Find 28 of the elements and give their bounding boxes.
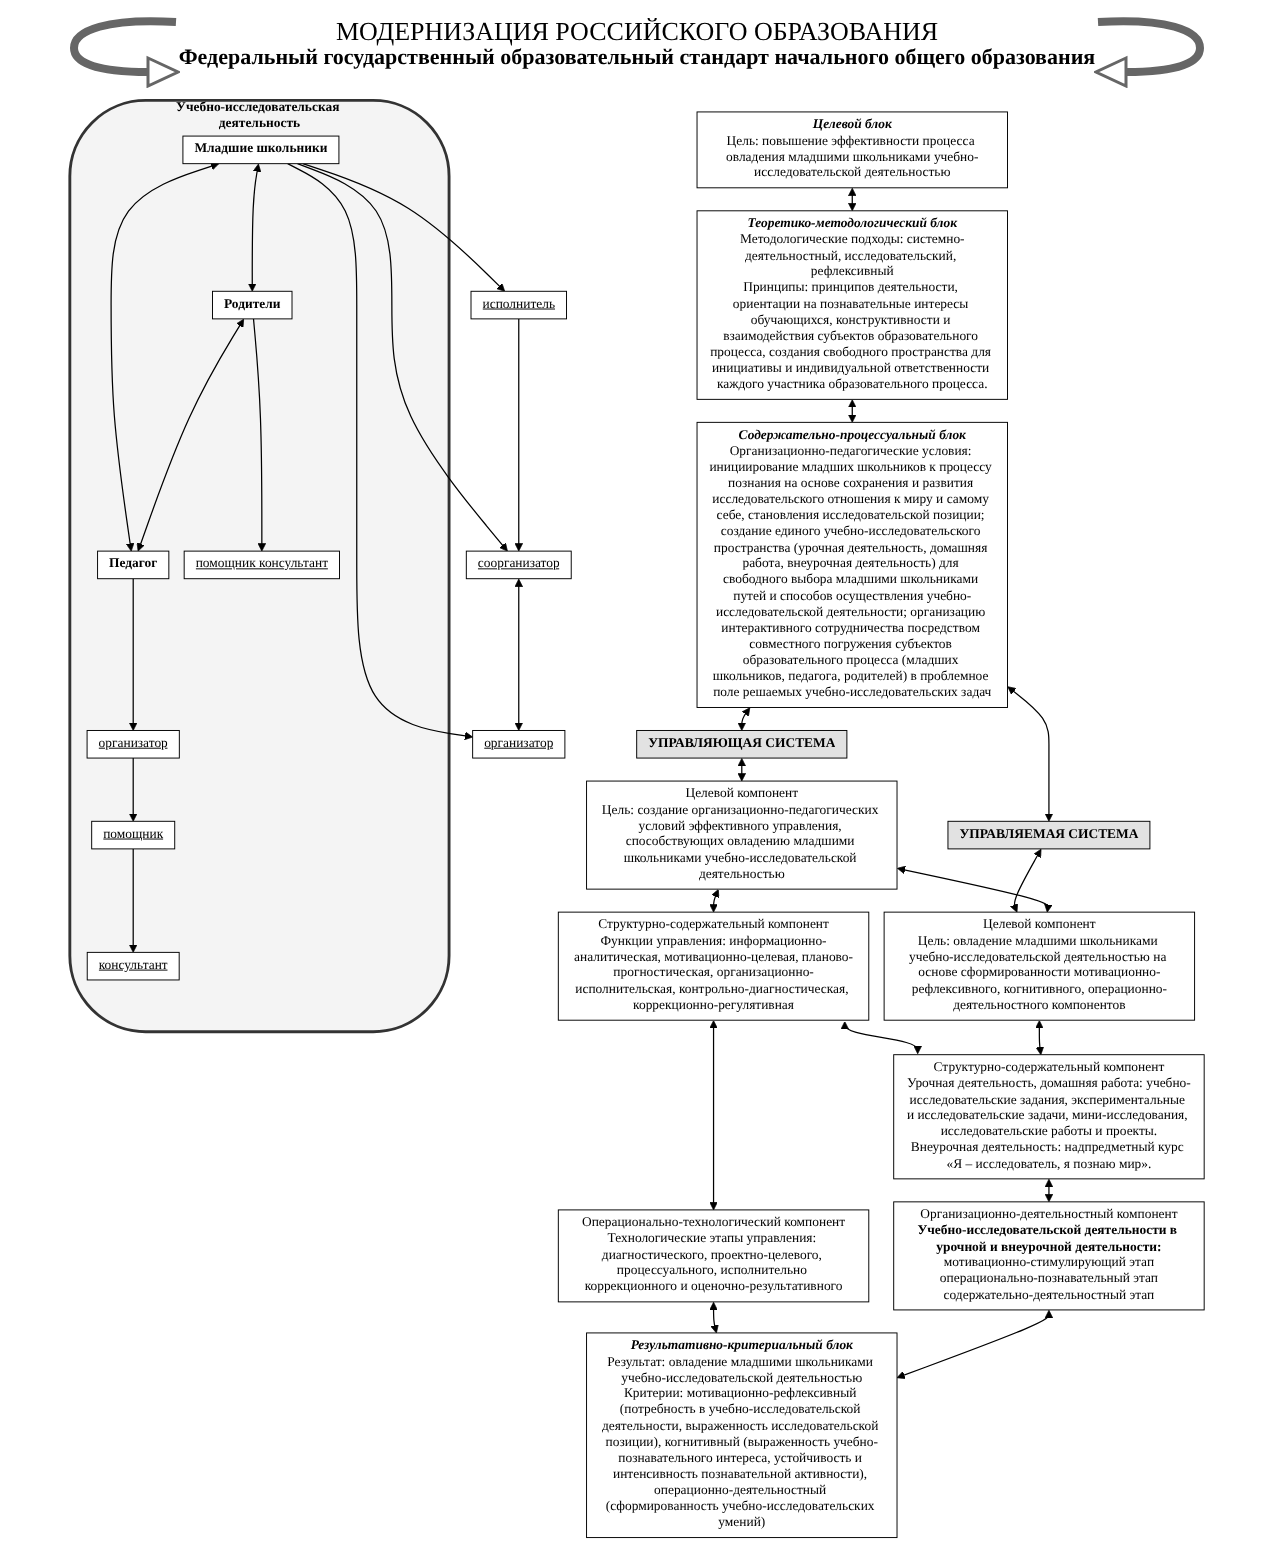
arrow bbox=[248, 163, 262, 292]
arrow bbox=[1044, 1178, 1054, 1203]
arrow bbox=[848, 187, 857, 212]
arrow bbox=[514, 578, 523, 731]
arrow bbox=[514, 318, 523, 552]
title: МОДЕРНИЗАЦИЯ РОССИЙСКОГО ОБРАЗОВАНИЯ bbox=[335, 16, 939, 46]
arrow bbox=[1035, 1020, 1045, 1056]
arrow bbox=[110, 162, 220, 552]
arrow bbox=[737, 758, 746, 782]
arrow bbox=[848, 399, 857, 423]
arrow bbox=[296, 163, 508, 552]
arrow bbox=[737, 707, 751, 731]
arrow bbox=[709, 1020, 718, 1211]
arrow bbox=[287, 163, 474, 741]
arrow bbox=[842, 1021, 920, 1054]
arrow bbox=[129, 578, 138, 731]
arrow bbox=[129, 848, 138, 953]
subtitle: Федеральный государственный образовательный стандарт начального общего образования bbox=[178, 46, 1096, 72]
arrow bbox=[252, 318, 267, 552]
arrow bbox=[709, 889, 720, 913]
arrow bbox=[896, 1309, 1054, 1380]
arrow bbox=[136, 318, 245, 552]
arrow bbox=[1010, 848, 1042, 913]
arrow bbox=[1007, 686, 1054, 822]
arrow bbox=[897, 865, 1053, 913]
arrow bbox=[129, 757, 138, 822]
arrow bbox=[709, 1301, 719, 1334]
arrow bbox=[302, 163, 506, 292]
